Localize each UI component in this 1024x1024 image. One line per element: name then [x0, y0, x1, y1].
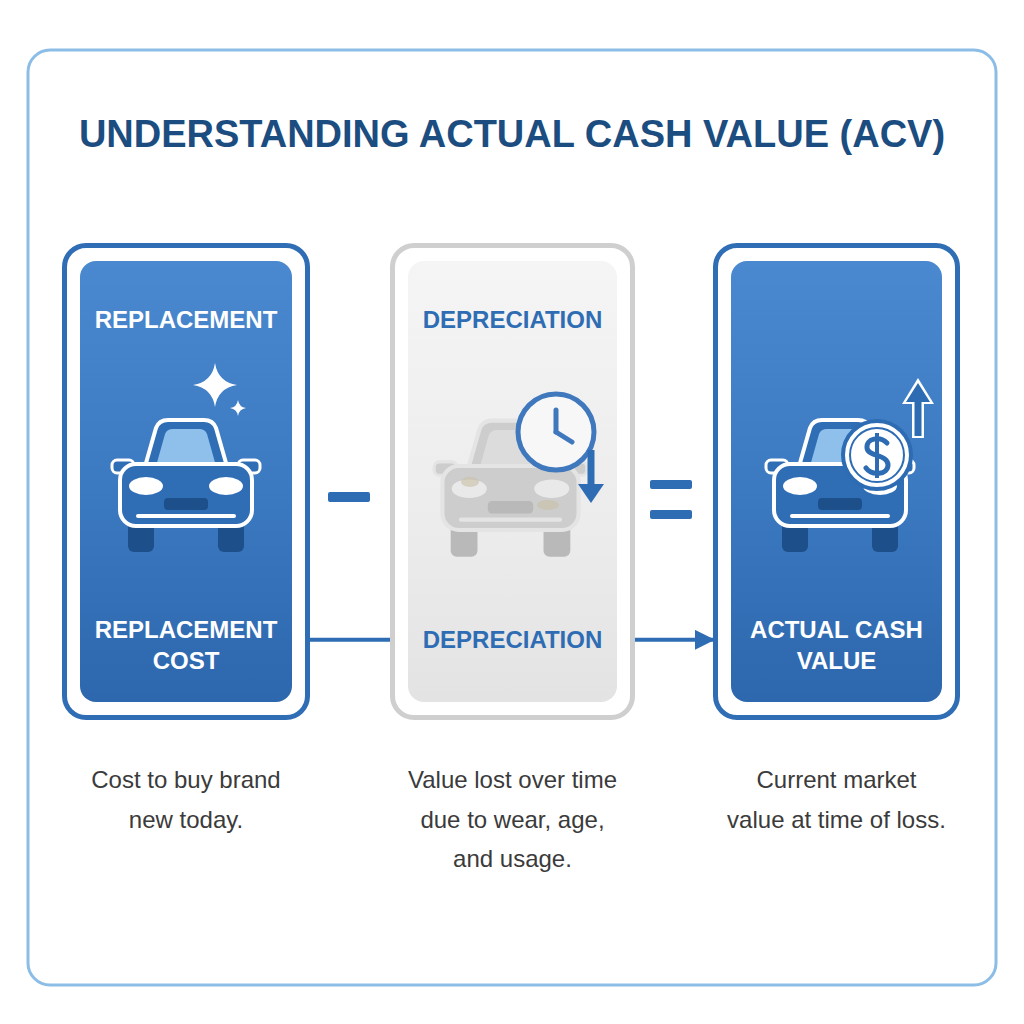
card-label: REPLACEMENT COST: [79, 605, 293, 685]
flow-connector: [310, 638, 390, 642]
diagram-title: UNDERSTANDING ACTUAL CASH VALUE (ACV): [22, 112, 1002, 158]
depreciation-card: DEPRECIATIONDEPRECIATIONValue lost over …: [390, 243, 635, 720]
actual-cash-value-card: ACTUAL CASH VALUECurrent market value at…: [713, 243, 960, 720]
card-heading: REPLACEMENT: [79, 298, 293, 342]
card-heading: DEPRECIATION: [406, 298, 620, 342]
flow-connector: [635, 638, 713, 642]
card-label: ACTUAL CASH VALUE: [730, 605, 944, 685]
minus-sign: [328, 492, 370, 502]
equals-sign: [650, 510, 692, 519]
equals-sign: [650, 480, 692, 489]
card-caption: Current market value at time of loss.: [726, 760, 948, 880]
replacement-cost-card: REPLACEMENTREPLACEMENT COSTCost to buy b…: [62, 243, 310, 720]
card-caption: Cost to buy brand new today.: [75, 760, 297, 880]
card-label: DEPRECIATION: [406, 618, 620, 662]
card-caption: Value lost over time due to wear, age, a…: [402, 760, 624, 880]
outer-frame: [28, 50, 996, 985]
